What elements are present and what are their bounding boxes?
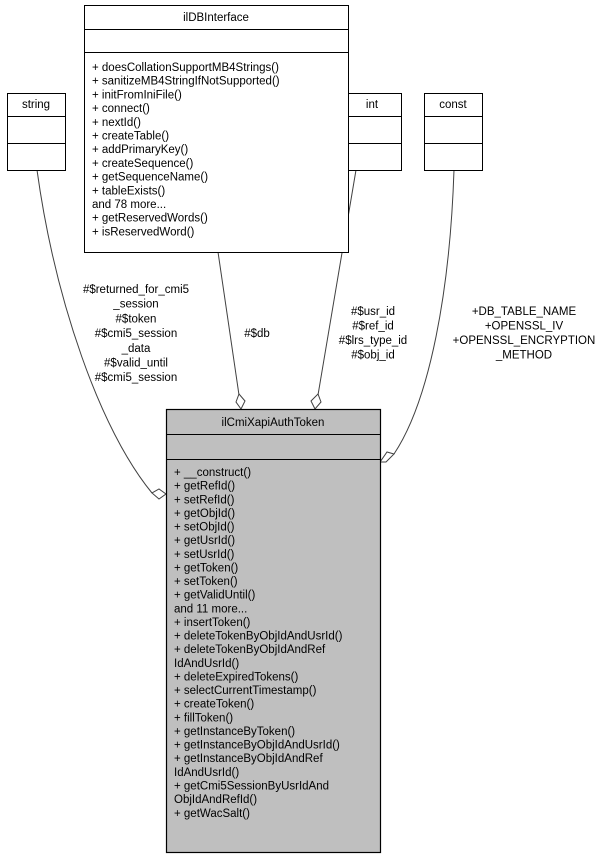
method-item: + setRefId() xyxy=(174,494,235,506)
edge-label-const: +DB_TABLE_NAME xyxy=(472,306,577,318)
method-item: + tableExists() xyxy=(92,185,165,197)
method-item: + doesCollationSupportMB4Strings() xyxy=(92,62,279,74)
method-item: + connect() xyxy=(92,103,150,115)
method-item: IdAndUsrId() xyxy=(174,767,239,779)
edge-label-const: _METHOD xyxy=(495,350,552,362)
edge-label-string: #$cmi5_session xyxy=(95,372,177,384)
edge-label-int: #$lrs_type_id xyxy=(339,335,407,347)
method-item: + deleteTokenByObjIdAndUsrId() xyxy=(174,631,343,643)
aggregation-diamond-string xyxy=(151,488,167,500)
method-item: + getInstanceByToken() xyxy=(174,726,295,738)
class-string[interactable]: string xyxy=(7,93,66,171)
edge-int-to-main xyxy=(317,169,357,396)
method-item: + setObjId() xyxy=(174,522,235,534)
edge-label-int: #$usr_id xyxy=(351,306,395,318)
method-item: + createToken() xyxy=(174,699,254,711)
method-item: + getToken() xyxy=(174,562,238,574)
method-item: + getRefId() xyxy=(174,481,235,493)
method-item: + getObjId() xyxy=(174,508,235,520)
edge-label-string: #$valid_until xyxy=(104,358,168,370)
class-int[interactable]: int xyxy=(343,93,402,171)
aggregation-diamond-db xyxy=(235,393,246,410)
method-item: and 78 more... xyxy=(92,199,166,211)
method-item: + getInstanceByObjIdAndUsrId() xyxy=(174,740,340,752)
edge-label-db: #$db xyxy=(244,328,270,340)
edge-label-string: #$token xyxy=(116,313,157,325)
edge-label-const: +OPENSSL_IV xyxy=(485,321,564,333)
aggregation-diamond-const xyxy=(379,451,395,463)
class-const[interactable]: const xyxy=(424,93,483,171)
method-item: + createSequence() xyxy=(92,158,193,170)
method-item: + getUsrId() xyxy=(174,535,235,547)
edge-string-to-main xyxy=(36,169,153,494)
class-ilcmixapiauthtoken[interactable]: ilCmiXapiAuthToken + __construct() + getR… xyxy=(165,408,382,854)
edge-label-string: _data xyxy=(121,343,151,355)
method-item: + getValidUntil() xyxy=(174,590,255,602)
method-item: + getWacSalt() xyxy=(174,808,250,820)
method-item: + addPrimaryKey() xyxy=(92,144,188,156)
method-item: + setToken() xyxy=(174,576,238,588)
class-title: ilDBInterface xyxy=(183,12,249,24)
class-title: const xyxy=(439,99,467,111)
edge-label-int: #$obj_id xyxy=(351,350,394,362)
class-title: ilCmiXapiAuthToken xyxy=(222,417,325,429)
method-item: + sanitizeMB4StringIfNotSupported() xyxy=(92,76,280,88)
edge-db-to-main xyxy=(217,251,240,396)
edge-label-string: #$cmi5_session xyxy=(95,328,177,340)
method-item: ObjIdAndRefId() xyxy=(174,794,257,806)
method-item: IdAndUsrId() xyxy=(174,658,239,670)
class-ildbinterface[interactable]: ilDBInterface + doesCollationSupportMB4S… xyxy=(84,5,349,253)
method-item: + deleteTokenByObjIdAndRef xyxy=(174,644,326,656)
class-title: string xyxy=(22,99,50,111)
method-item: + __construct() xyxy=(174,467,251,479)
method-item: + insertToken() xyxy=(174,617,251,629)
edge-const-to-main xyxy=(393,169,455,455)
method-item: + getReservedWords() xyxy=(92,213,208,225)
method-item: + nextId() xyxy=(92,117,141,129)
aggregation-diamond-int xyxy=(310,393,322,410)
method-item: + createTable() xyxy=(92,131,169,143)
edge-labels: #$returned_for_cmi5 _session #$token #$cmi5… xyxy=(83,284,595,384)
method-item: + getInstanceByObjIdAndRef xyxy=(174,753,323,765)
edge-label-const: +OPENSSL_ENCRYPTION xyxy=(453,335,596,347)
method-item: + getCmi5SessionByUsrIdAnd xyxy=(174,780,329,792)
method-item: + selectCurrentTimestamp() xyxy=(174,685,317,697)
method-item: + setUsrId() xyxy=(174,549,235,561)
method-item: and 11 more... xyxy=(174,603,247,615)
edge-label-string: _session xyxy=(112,299,158,311)
method-item: + fillToken() xyxy=(174,712,233,724)
method-item: + initFromIniFile() xyxy=(92,89,182,101)
method-item: + getSequenceName() xyxy=(92,172,208,184)
edge-label-string: #$returned_for_cmi5 xyxy=(83,284,189,296)
edge-label-int: #$ref_id xyxy=(352,321,394,333)
method-item: + deleteExpiredTokens() xyxy=(174,671,299,683)
method-item: + isReservedWord() xyxy=(92,226,195,238)
class-title: int xyxy=(366,99,379,111)
